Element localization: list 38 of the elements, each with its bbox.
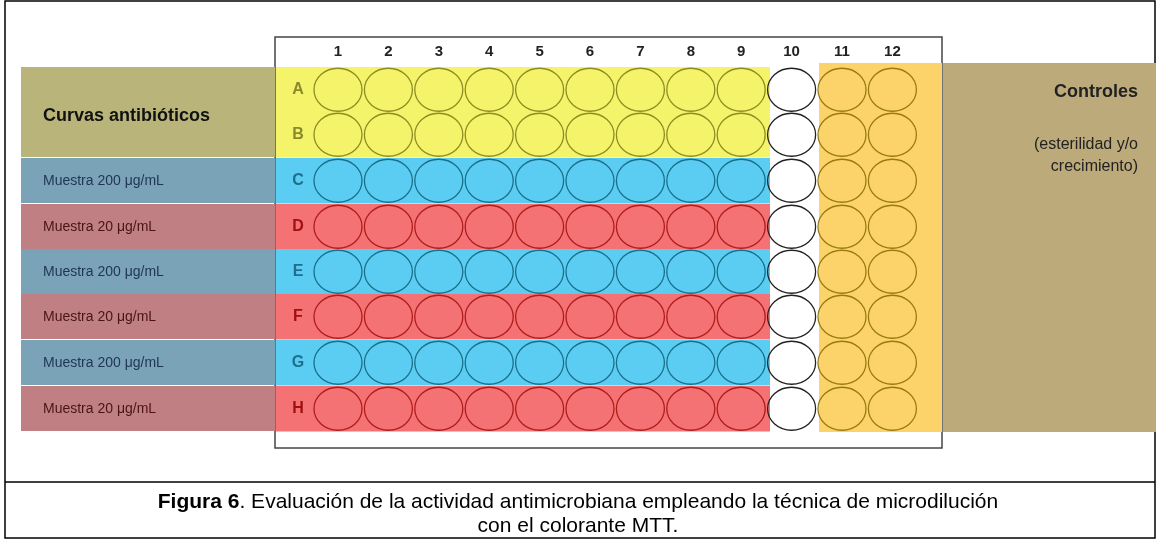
column-number: 2 xyxy=(383,42,394,59)
figure-caption: Figura 6. Evaluación de la actividad antimicrobiana empleando la técnica de microdilución con el colorante MTT. xyxy=(156,489,1000,537)
label-band xyxy=(21,386,275,431)
label-band xyxy=(21,67,275,157)
column-number: 10 xyxy=(782,42,801,59)
column-number: 3 xyxy=(433,42,444,59)
band-label: Muestra 20 μg/mL xyxy=(43,218,157,235)
label-band xyxy=(21,294,275,339)
row-letter: B xyxy=(291,125,305,143)
column-number: 4 xyxy=(484,42,495,59)
row-letter: A xyxy=(291,80,305,98)
label-band xyxy=(21,340,275,385)
band-label: Muestra 200 μg/mL xyxy=(43,263,164,280)
row-letter: F xyxy=(292,307,304,325)
column-number: 8 xyxy=(685,42,696,59)
column-number: 5 xyxy=(534,42,545,59)
row-letter: E xyxy=(291,262,305,280)
column-number: 12 xyxy=(883,42,902,59)
label-band xyxy=(943,63,1156,432)
band-label: (esterilidad y/o crecimiento) xyxy=(1032,134,1138,176)
row-letter: H xyxy=(291,399,305,417)
row-letter: G xyxy=(290,353,306,371)
column-number: 9 xyxy=(736,42,747,59)
row-letter: D xyxy=(291,217,305,235)
column-number: 7 xyxy=(635,42,646,59)
column-number: 6 xyxy=(584,42,596,59)
label-band xyxy=(21,158,275,203)
band-heading: Curvas antibióticos xyxy=(43,104,211,127)
band-heading: Controles xyxy=(1053,81,1138,102)
row-letter: C xyxy=(291,171,305,189)
column-number: 11 xyxy=(833,42,851,59)
column-number: 1 xyxy=(332,42,344,59)
band-label: Muestra 200 μg/mL xyxy=(43,354,164,371)
band-label: Muestra 20 μg/mL xyxy=(43,308,157,325)
band-label: Muestra 200 μg/mL xyxy=(43,172,164,189)
label-band xyxy=(21,204,275,249)
band-label: Muestra 20 μg/mL xyxy=(43,400,157,417)
label-band xyxy=(21,249,275,294)
